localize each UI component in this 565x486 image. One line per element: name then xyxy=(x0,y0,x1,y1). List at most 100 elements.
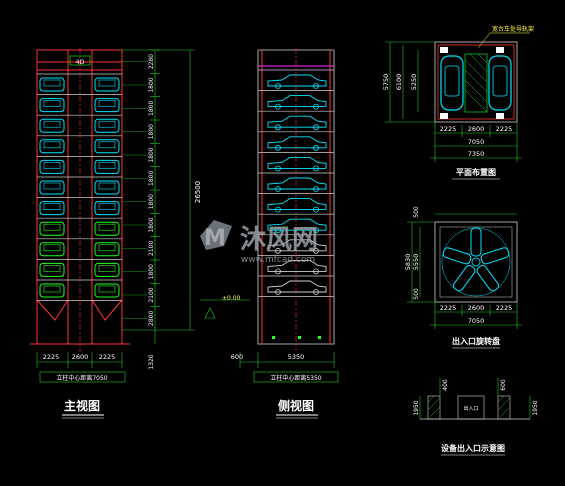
plan-car-right xyxy=(488,55,512,111)
rotary-dim-left-2: 5550 xyxy=(412,254,420,271)
entrance-view: 出入口 400 600 1950 1950 设备出入口示意图 xyxy=(413,378,539,456)
front-car xyxy=(39,180,65,195)
front-car xyxy=(39,77,65,92)
front-car xyxy=(39,201,65,216)
front-view-frame xyxy=(30,49,130,345)
side-car xyxy=(267,280,327,295)
side-bottom-note: 立柱中心距离5350 xyxy=(270,374,321,382)
plan-dim-left-1: 5750 xyxy=(382,74,390,91)
ground-mark: ±0.00 xyxy=(200,295,250,319)
rotary-ring xyxy=(441,227,511,297)
front-level-dim: 2100 xyxy=(148,287,155,302)
front-level-dim: 2800 xyxy=(148,311,155,326)
rotary-turntable xyxy=(441,227,511,297)
front-car xyxy=(39,139,65,154)
side-dim-a: 600 xyxy=(231,353,243,361)
side-car xyxy=(267,239,327,254)
plan-dim-total-1: 7050 xyxy=(468,138,485,146)
side-view-title: 侧视图 xyxy=(278,398,314,413)
front-level-dim: 1800 xyxy=(148,147,155,162)
side-car xyxy=(267,198,327,213)
front-level-dim: 1800 xyxy=(148,194,155,209)
side-car xyxy=(267,95,327,110)
watermark-text-en: www.mfcad.com xyxy=(241,255,315,265)
plan-dim-a: 2225 xyxy=(440,125,457,133)
front-car xyxy=(39,221,65,236)
plan-car-left xyxy=(440,55,464,111)
ground-mark-label: ±0.00 xyxy=(222,295,241,302)
rotary-dim-left-1: 5830 xyxy=(404,254,412,271)
watermark: M 沐风网 www.mfcad.com xyxy=(200,220,318,265)
front-level-dim: 1800 xyxy=(148,217,155,232)
side-bottom-dimensions xyxy=(239,352,335,368)
front-view-levels xyxy=(37,73,122,301)
front-car xyxy=(94,283,120,298)
side-car xyxy=(267,218,327,234)
side-car xyxy=(267,259,327,275)
side-view: 600 5350 立柱中心距离5350 侧视图 xyxy=(231,48,339,419)
rotary-dim-b: 2600 xyxy=(468,304,485,312)
entrance-dim-left: 1950 xyxy=(413,400,420,415)
front-height-total: 26500 xyxy=(194,181,202,203)
front-view-title: 主视图 xyxy=(64,398,100,413)
entrance-dim-right: 1950 xyxy=(532,400,539,415)
watermark-logo-icon: M xyxy=(200,220,232,251)
side-car xyxy=(267,136,327,151)
plan-dim-total-2: 7350 xyxy=(468,150,485,158)
rotary-view: 500 5830 5550 500 2225 2600 2225 7050 出入… xyxy=(404,206,522,349)
plan-view-title: 平面布置图 xyxy=(456,167,496,177)
front-car xyxy=(94,159,120,174)
front-side-small: 1320 xyxy=(148,354,155,369)
front-level-dim: 1800 xyxy=(148,264,155,279)
front-car xyxy=(94,201,120,216)
front-car xyxy=(94,262,120,277)
front-level-dim: 1800 xyxy=(148,101,155,116)
plan-dim-left-3: 5250 xyxy=(410,74,418,91)
front-car xyxy=(94,221,120,236)
front-car xyxy=(39,262,65,277)
front-level-dim: 2280 xyxy=(148,54,155,69)
rotary-dim-top: 500 xyxy=(413,206,420,218)
plan-dim-c: 2225 xyxy=(496,125,513,133)
front-car xyxy=(94,77,120,92)
front-car xyxy=(94,242,120,257)
plan-dim-b: 2600 xyxy=(468,125,485,133)
front-car xyxy=(39,283,65,298)
front-bottom-dimensions xyxy=(36,352,123,368)
front-car xyxy=(39,98,65,113)
side-car xyxy=(267,115,327,131)
front-car xyxy=(94,98,120,113)
plan-view: 宽台车处导轨架 5750 6100 5250 2225 2600 2225 70… xyxy=(382,25,534,180)
front-level-dim: 1800 xyxy=(148,124,155,139)
front-right-dimensions xyxy=(122,49,195,344)
side-dim-b: 5350 xyxy=(288,353,305,361)
front-car xyxy=(39,159,65,174)
front-bottom-note: 立柱中心距离7050 xyxy=(56,374,107,382)
watermark-text-cn: 沐风网 xyxy=(240,225,318,255)
side-view-cars xyxy=(267,74,327,295)
front-view: 4D 2280 1800 1800 1800 1800 1800 1800 1800 2100 1… xyxy=(30,48,250,419)
front-level-dim: 2100 xyxy=(148,241,155,256)
front-car xyxy=(39,118,65,133)
front-car xyxy=(39,242,65,257)
rotary-dim-a: 2225 xyxy=(440,304,457,312)
entrance-dim-top-1: 400 xyxy=(442,379,449,391)
side-car xyxy=(267,177,327,192)
front-level-dim: 1800 xyxy=(148,171,155,186)
front-dim-c: 2225 xyxy=(99,353,116,361)
front-view-cars xyxy=(39,77,120,298)
front-car xyxy=(94,139,120,154)
front-dim-a: 2225 xyxy=(43,353,60,361)
front-dim-b: 2600 xyxy=(72,353,89,361)
rotary-view-title: 出入口旋转盘 xyxy=(452,336,500,346)
rotary-dim-total: 7050 xyxy=(468,317,485,325)
front-top-label: 4D xyxy=(76,59,85,66)
entrance-dim-top-2: 600 xyxy=(500,379,507,391)
entrance-view-title: 设备出入口示意图 xyxy=(441,443,505,453)
svg-text:M: M xyxy=(204,226,226,251)
side-car xyxy=(267,156,327,172)
plan-callout: 宽台车处导轨架 xyxy=(492,25,534,33)
front-car xyxy=(94,118,120,133)
entrance-door-label: 出入口 xyxy=(463,405,478,412)
